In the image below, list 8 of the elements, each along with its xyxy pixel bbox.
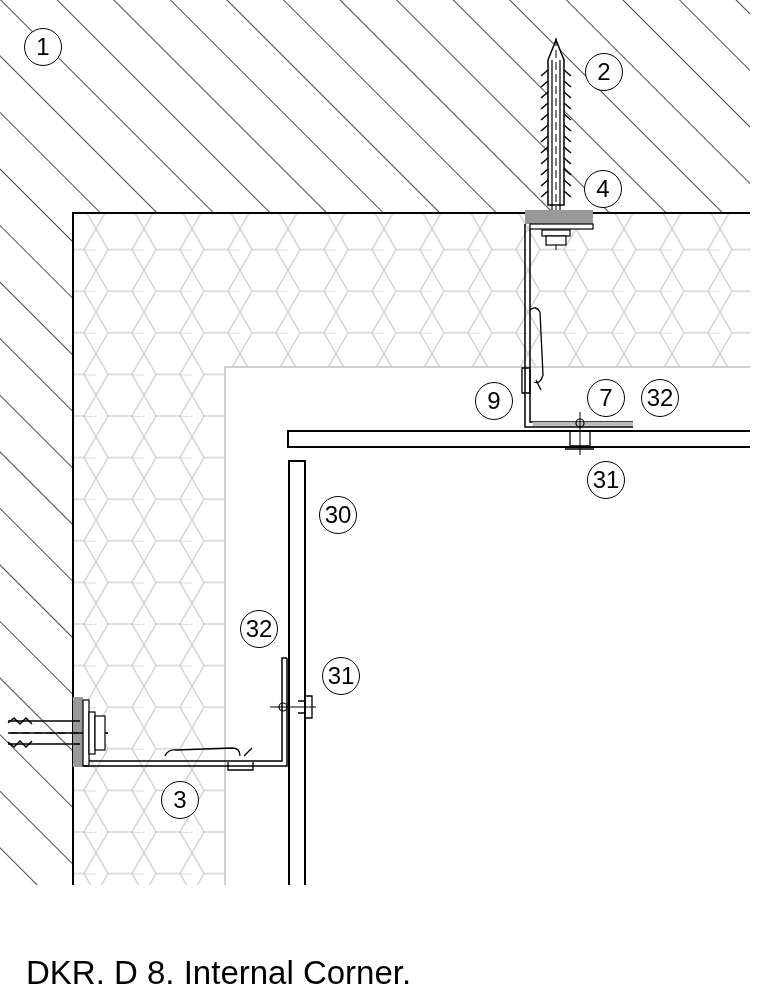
callout-number: 31 (587, 461, 625, 499)
callout-number: 32 (641, 379, 679, 417)
callout-number: 7 (587, 379, 625, 417)
callout-number: 32 (240, 610, 278, 648)
callout-number: 30 (319, 496, 357, 534)
callout-number: 31 (322, 657, 360, 695)
caption: DKR. D 8. Internal Corner. (26, 953, 412, 993)
callout-number: 9 (475, 382, 513, 420)
